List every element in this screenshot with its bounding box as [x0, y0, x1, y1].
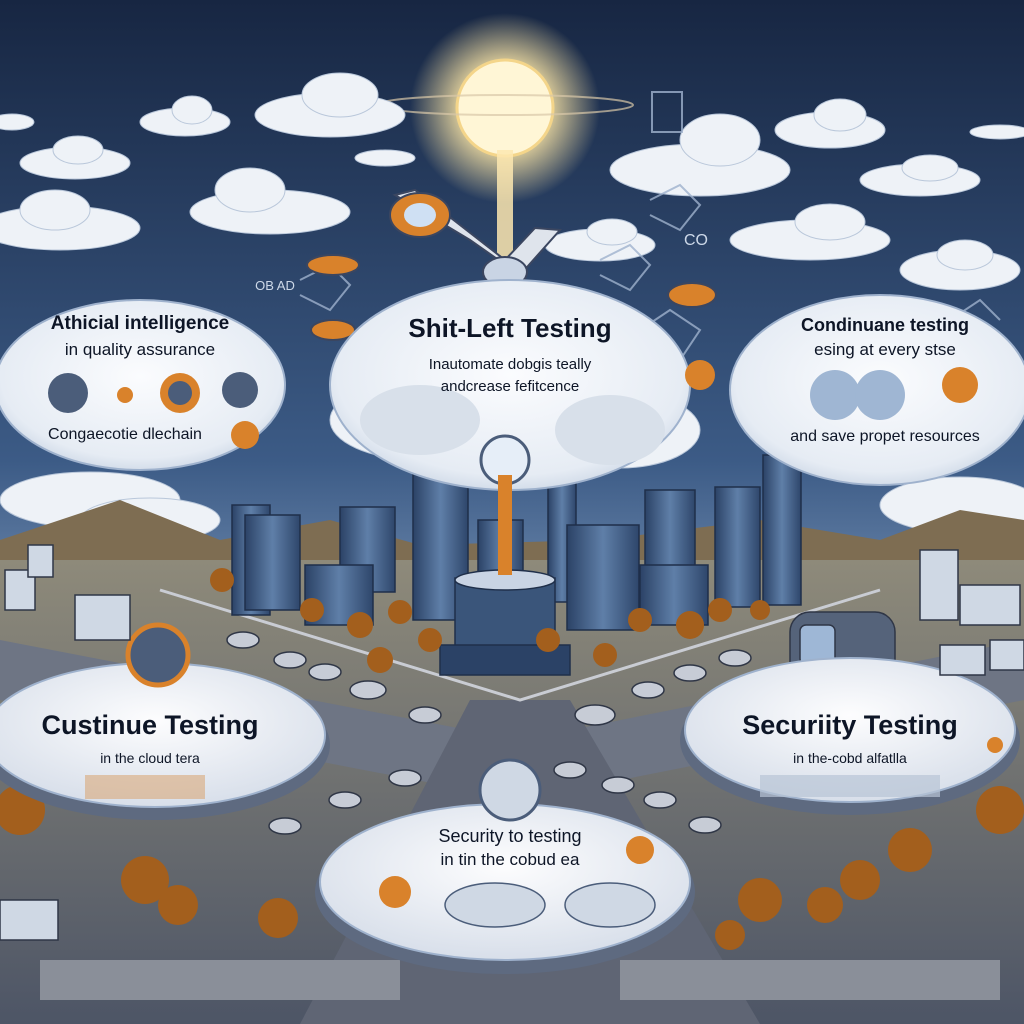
bubble-top-left-title: Athicial intelligence	[50, 313, 230, 334]
platform-bottom-right-title: Securiity Testing	[742, 710, 958, 740]
sky-mark-ob: OB AD	[255, 278, 295, 293]
bubble-top-center-line2: andcrease fefitcence	[440, 378, 580, 395]
platform-bottom-left-subtitle: in the cloud tera	[100, 750, 200, 766]
bubble-top-right-title: Condinuane testing	[801, 315, 969, 335]
bubble-top-right-caption: and save propet resources	[790, 428, 980, 445]
side-stations	[0, 544, 1024, 941]
platform-bottom-center-line2: in tin the cobud ea	[440, 850, 580, 869]
sun	[376, 13, 634, 280]
bubble-top-right	[685, 294, 1024, 486]
bubble-top-right-subtitle: esing at every stse	[814, 340, 956, 359]
buildings	[231, 454, 802, 676]
platform-bottom-right	[680, 657, 1020, 815]
sky-mark-co: CO	[684, 232, 708, 249]
trees	[0, 568, 1024, 950]
bubble-top-left-subtitle: in quality assurance	[64, 340, 216, 359]
drone	[306, 188, 717, 341]
platform-bottom-left	[0, 622, 330, 820]
bubble-top-center-line1: Inautomate dobgis teally	[428, 356, 592, 373]
platform-bottom-center	[315, 758, 695, 974]
platform-bottom-left-title: Custinue Testing	[41, 710, 259, 740]
bubble-top-left	[0, 299, 286, 471]
platform-bottom-center-line1: Security to testing	[438, 826, 582, 846]
bubble-top-center	[329, 279, 691, 575]
bubble-top-center-title: Shit-Left Testing	[408, 313, 612, 343]
bubble-top-left-caption: Congaecotie dlechain	[48, 426, 202, 443]
platform-bottom-right-subtitle: in the-cobd alfatlla	[793, 750, 907, 766]
